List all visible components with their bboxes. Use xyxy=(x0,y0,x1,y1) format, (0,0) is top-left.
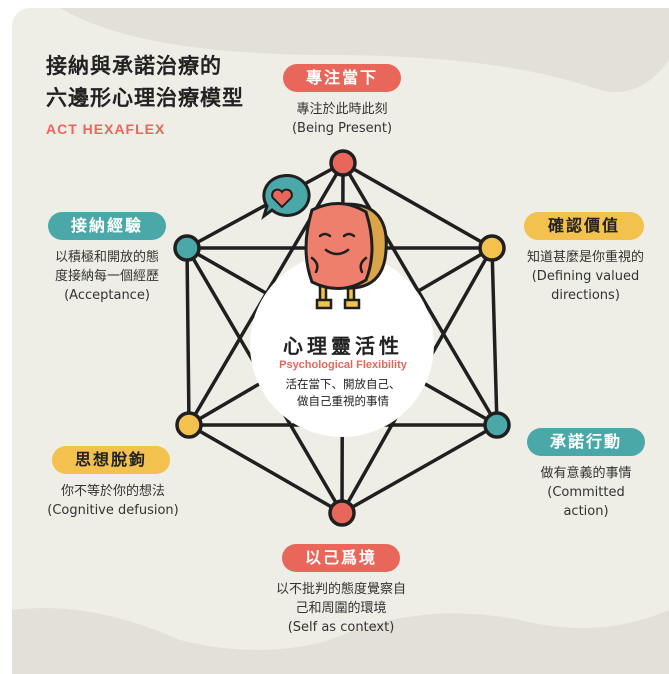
desc-values-line3: directions) xyxy=(551,288,620,303)
pill-values: 確認價值 xyxy=(524,212,644,240)
brain-character-icon xyxy=(304,202,388,310)
desc-present-line2: (Being Present) xyxy=(291,121,393,136)
pill-defusion: 思想脫鉤 xyxy=(52,446,170,474)
desc-committed-line1: 做有意義的事情 xyxy=(540,466,632,481)
desc-self-line1: 以不批判的態度覺察自 xyxy=(275,582,406,597)
top-blob xyxy=(60,8,669,92)
pill-self: 以己爲境 xyxy=(282,544,400,572)
desc-committed-line2: (Committed xyxy=(547,485,625,500)
desc-present-line1: 專注於此時此刻 xyxy=(296,102,388,117)
node-defusion xyxy=(175,411,203,439)
desc-committed-line3: action) xyxy=(563,504,609,519)
desc-values-line1: 知道甚麼是你重視的 xyxy=(526,250,644,265)
center-english: Psychological Flexibility xyxy=(279,359,407,371)
desc-values: 知道甚麼是你重視的 (Defining valued directions) xyxy=(508,248,663,305)
node-values xyxy=(478,234,506,262)
node-present xyxy=(329,149,357,177)
center-desc-line1: 活在當下、開放自己、 xyxy=(285,377,401,391)
center-description: 活在當下、開放自己、 做自己重視的事情 xyxy=(254,376,432,410)
page-title-line2: 六邊形心理治療模型 xyxy=(46,86,244,110)
desc-acceptance-line2: 度接納每一個經歷 xyxy=(54,269,159,284)
desc-self: 以不批判的態度覺察自 己和周圍的環境 (Self as context) xyxy=(240,580,442,637)
desc-self-line3: (Self as context) xyxy=(287,620,395,635)
heart-bubble-icon xyxy=(261,173,311,220)
node-self xyxy=(328,499,356,527)
pill-acceptance: 接納經驗 xyxy=(48,212,166,240)
desc-committed: 做有意義的事情 (Committed action) xyxy=(510,464,662,521)
desc-acceptance-line1: 以積極和開放的態 xyxy=(54,250,159,265)
desc-defusion-line1: 你不等於你的想法 xyxy=(60,484,165,499)
pill-committed: 承諾行動 xyxy=(527,428,645,456)
node-acceptance xyxy=(173,234,201,262)
desc-defusion: 你不等於你的想法 (Cognitive defusion) xyxy=(20,482,206,520)
page-title-line1: 接納與承諾治療的 xyxy=(46,54,222,78)
desc-values-line2: (Defining valued xyxy=(531,269,640,284)
desc-defusion-line2: (Cognitive defusion) xyxy=(47,503,179,518)
bottom-blob xyxy=(12,608,669,674)
center-desc-line2: 做自己重視的事情 xyxy=(297,394,389,408)
center-circle xyxy=(250,253,434,437)
nodes xyxy=(173,149,511,527)
node-committed xyxy=(483,411,511,439)
center-title: 心理靈活性 xyxy=(283,334,403,358)
pill-present: 專注當下 xyxy=(283,64,401,92)
desc-present: 專注於此時此刻 (Being Present) xyxy=(252,100,432,138)
desc-acceptance-line3: (Acceptance) xyxy=(64,288,150,303)
desc-acceptance: 以積極和開放的態 度接納每一個經歷 (Acceptance) xyxy=(26,248,188,305)
desc-self-line2: 己和周圍的環境 xyxy=(295,601,387,616)
page-subtitle: ACT HEXAFLEX xyxy=(46,121,166,137)
